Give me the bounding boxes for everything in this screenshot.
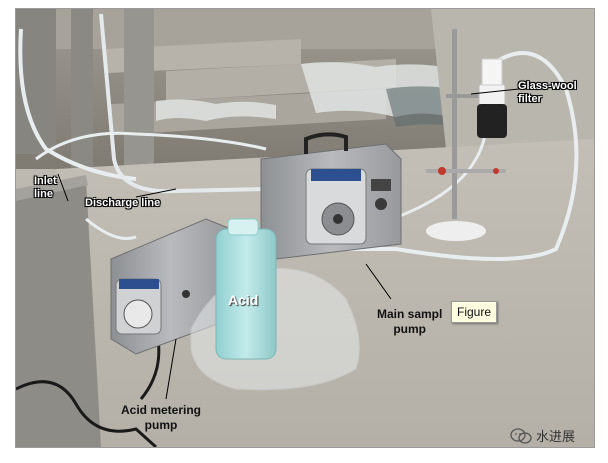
ledge-top <box>16 175 88 201</box>
filter-top <box>481 58 503 86</box>
filter-pointer <box>470 88 520 95</box>
wechat-icon <box>510 427 532 444</box>
main-sampler-pump-label: Main sampl pump <box>377 307 443 336</box>
clamp-arm <box>426 169 506 173</box>
power-cable <box>16 380 158 447</box>
pump-display <box>371 179 391 191</box>
inlet-tube <box>18 28 137 181</box>
clamp-arm-upper <box>446 94 486 98</box>
inlet-line-label: Inlet line <box>34 175 57 200</box>
ring-stand-base <box>426 221 486 241</box>
clamp-knob-2 <box>493 168 499 174</box>
acid-bottle-cap <box>227 218 259 236</box>
main-pump-pointer <box>365 263 392 300</box>
acid-metering-pump-label: Acid metering pump <box>121 403 202 432</box>
foam-2 <box>156 99 276 121</box>
acid-pump-pointer <box>165 338 177 400</box>
filter-cap <box>478 83 506 107</box>
discharge-tube <box>99 13 267 194</box>
acid-label: Acid <box>228 292 259 308</box>
pump-brand-strip <box>311 169 361 181</box>
clamp-knob <box>438 167 446 175</box>
field-photo <box>15 8 595 448</box>
right-wall <box>431 9 594 149</box>
figure-tooltip: Figure <box>451 301 498 323</box>
rotor-center <box>333 214 343 224</box>
acid-knob <box>182 290 190 298</box>
acid-tube <box>85 217 137 240</box>
ring-stand-rod <box>452 29 457 219</box>
tube-3 <box>35 131 267 161</box>
watermark: 水进展 <box>510 426 575 445</box>
ledge <box>16 179 101 447</box>
filter-tube <box>346 51 579 261</box>
step-1 <box>106 39 301 73</box>
speed-knob <box>375 198 387 210</box>
acid-brand-strip <box>119 279 159 289</box>
glass-wool-filter-label: Glass-wool filter <box>518 80 577 105</box>
column-left <box>71 9 93 169</box>
discharge-line-label: Discharge line <box>85 197 161 209</box>
watermark-text: 水进展 <box>536 429 576 444</box>
acid-rotor <box>123 299 153 329</box>
column-mid <box>124 9 154 174</box>
inlet-pointer <box>57 173 69 202</box>
pump-handle <box>304 132 348 154</box>
sampler-scene <box>16 9 594 447</box>
filter-body <box>477 104 507 138</box>
discharge-pointer <box>135 188 177 198</box>
